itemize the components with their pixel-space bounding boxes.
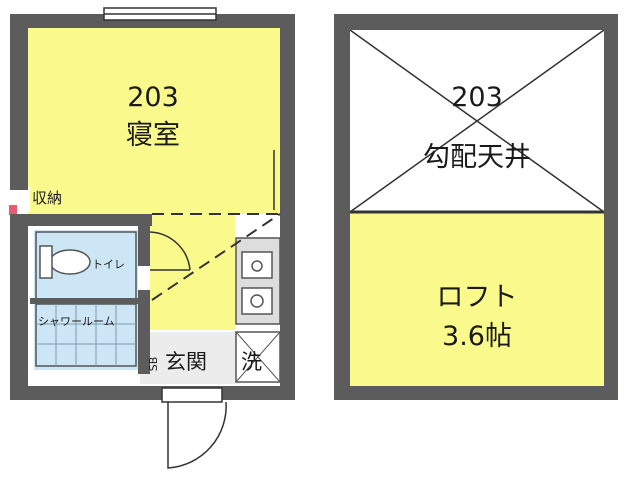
loft-floor (346, 212, 606, 388)
stove (241, 287, 273, 315)
stove-burner (250, 294, 264, 308)
left-walls (10, 14, 295, 400)
sink-drain (251, 260, 263, 272)
toilet-label: トイレ (92, 258, 125, 271)
entrance-floor (140, 332, 236, 384)
entry-door-swing (167, 401, 227, 469)
left-room-number: 203 (127, 82, 179, 113)
entry-door-frame (161, 387, 223, 403)
bedroom-label: 寝室 (126, 120, 180, 151)
loft-size-label: 3.6帖 (442, 321, 512, 352)
right-walls (334, 14, 618, 400)
toilet-bowl (49, 249, 91, 275)
right-room-number: 203 (451, 82, 503, 113)
washer-label: 洗 (241, 350, 262, 374)
bedroom-floor (28, 26, 283, 214)
sink (241, 251, 273, 279)
shower-room (35, 303, 137, 367)
closet-floor (14, 186, 30, 212)
loft-label: ロフト (437, 282, 518, 313)
ceiling-label: 勾配天井 (423, 142, 531, 173)
shoe-box-label: SB (147, 357, 160, 372)
right-unit: 203 勾配天井 ロフト 3.6帖 (334, 14, 618, 400)
shower-room-label: シャワールーム (38, 315, 115, 328)
hall-door-swing (149, 231, 191, 271)
entrance-label: 玄関 (165, 350, 207, 374)
shower-tile-grid (36, 304, 136, 366)
left-unit: 203 寝室 収納 トイレ シャワールーム SB 玄関 洗 (9, 7, 295, 469)
storage-label: 収納 (32, 189, 62, 207)
closet-marker (9, 205, 17, 215)
dashed-lines (151, 213, 281, 301)
toilet-tank (39, 245, 53, 279)
